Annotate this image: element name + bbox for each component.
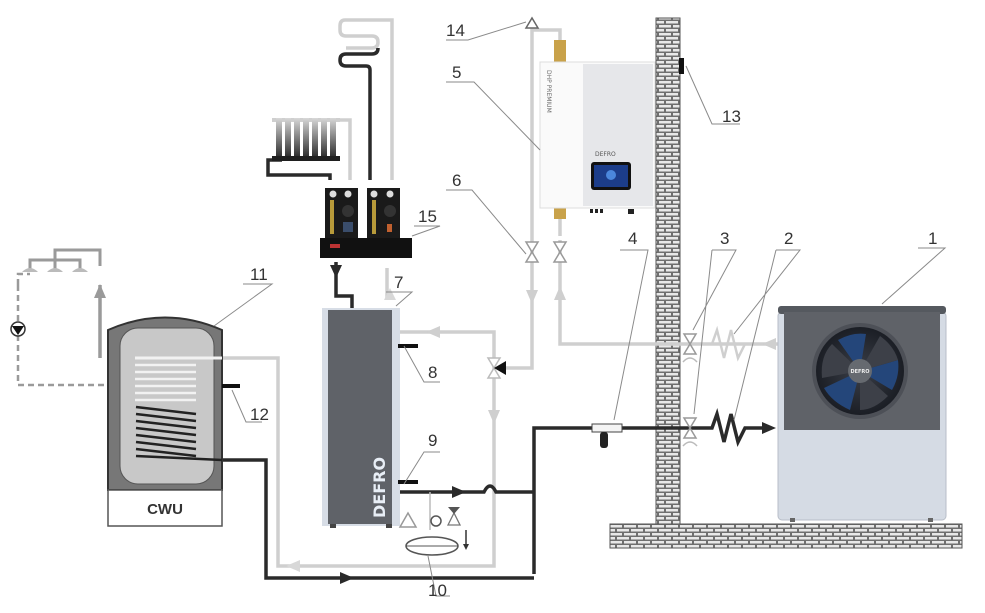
pump-group-left [325, 188, 358, 238]
air-vent [524, 16, 540, 29]
service-valves [524, 241, 568, 263]
label-6: 6 [452, 171, 461, 190]
label-7: 7 [394, 273, 403, 292]
supply-pipes [222, 47, 770, 580]
pump-group-right [367, 188, 400, 238]
outdoor-temperature-sensor [679, 58, 684, 74]
radiator [272, 118, 340, 161]
label-5: 5 [452, 63, 461, 82]
label-4: 4 [628, 229, 637, 248]
module-side-text: DHP PREMIUM [545, 70, 552, 113]
label-11: 11 [250, 265, 268, 284]
label-1: 1 [928, 229, 937, 248]
leader-lines [213, 21, 947, 597]
shutoff-valves [682, 333, 698, 447]
buffer-lower-sensor [398, 480, 418, 484]
three-way-valve [486, 357, 506, 379]
filter [591, 423, 623, 448]
heat-pump: DEFRO [777, 306, 947, 522]
dhw-sensor [222, 384, 240, 388]
heat-pump-brand: DEFRO [850, 369, 869, 375]
label-10: 10 [428, 581, 447, 600]
module-brand: DEFRO [595, 151, 616, 158]
brick-floor [609, 523, 963, 549]
label-12: 12 [250, 405, 269, 424]
label-8: 8 [428, 363, 437, 382]
label-9: 9 [428, 431, 437, 450]
dhw-tank-name: CWU [147, 501, 183, 518]
label-14: 14 [446, 21, 465, 40]
indoor-module: DHP PREMIUM DEFRO [539, 40, 656, 219]
buffer-tank: DEFRO [322, 308, 418, 528]
label-3: 3 [720, 229, 729, 248]
label-15: 15 [418, 207, 437, 226]
safety-group [398, 492, 469, 550]
brick-wall [655, 17, 681, 531]
label-13: 13 [722, 107, 741, 126]
number-labels: 1 2 3 4 5 6 7 8 9 10 11 12 13 14 15 [250, 21, 937, 600]
flexible-hose-upper [700, 325, 760, 362]
dhw-taps [22, 268, 88, 272]
dhw-tank: CWU [107, 316, 240, 527]
buffer-upper-sensor [398, 344, 418, 348]
label-2: 2 [784, 229, 793, 248]
flow-arrows [94, 265, 776, 584]
circulation-pump [10, 321, 26, 337]
pump-groups [320, 188, 412, 258]
buffer-tank-brand: DEFRO [370, 457, 389, 518]
